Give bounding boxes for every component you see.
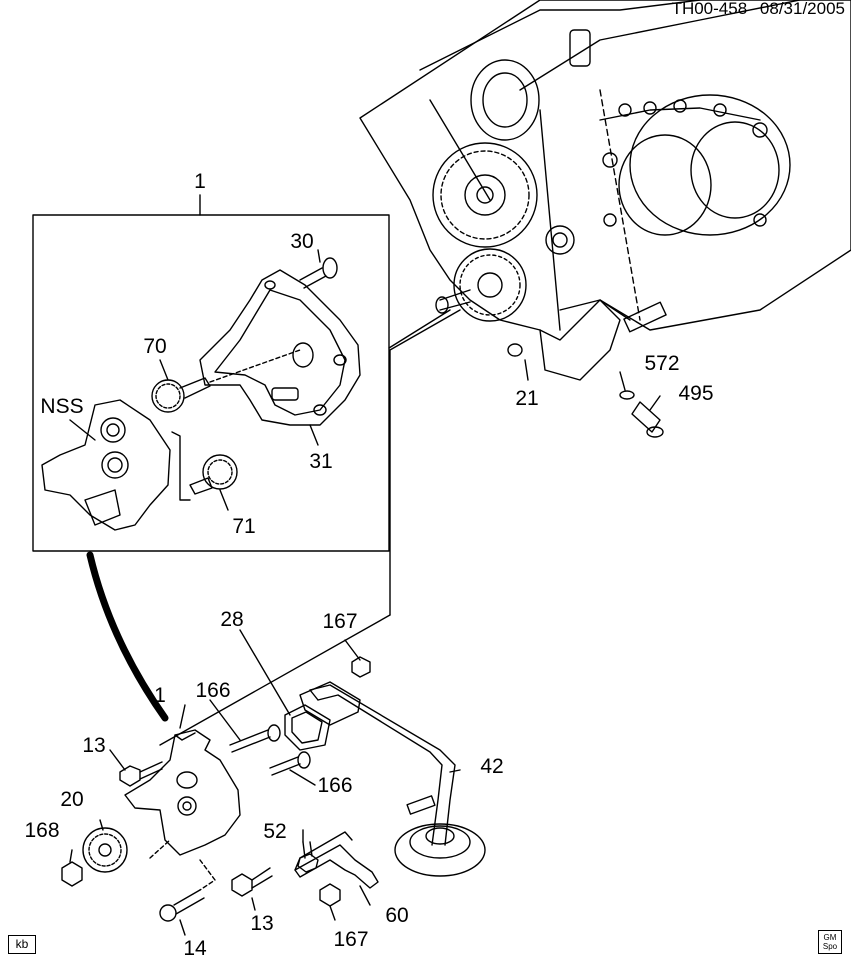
bolt-52 [297,841,319,873]
bracket-60 [294,831,379,889]
callout-21: 21 [515,387,538,410]
callout-13-bottom: 13 [250,912,273,935]
inset-box [32,214,390,552]
sensor-495 [631,401,664,438]
gasket-28 [284,704,331,751]
callout-30: 30 [290,230,313,253]
bolt-13-left [119,761,163,787]
gear-71 [189,454,238,495]
callout-13-left: 13 [82,734,105,757]
callout-1-top: 1 [194,170,206,193]
callout-14: 14 [183,937,207,960]
callout-166-b: 166 [317,774,352,797]
bolt-13-bottom [231,867,273,897]
o-ring-21 [507,343,523,357]
kb-badge: kb [8,935,36,954]
washer-572 [619,390,635,400]
callout-167-top: 167 [322,610,357,633]
inset-leader [86,551,169,722]
callout-168: 168 [24,819,59,842]
gm-logo-line2: Spo [822,942,838,951]
pump-body-nss [41,399,171,531]
bolt-166-b [269,751,311,776]
callout-20: 20 [60,788,83,811]
nut-167-top [351,656,371,678]
callout-572: 572 [644,352,679,375]
gear-70 [151,377,211,413]
callout-52: 52 [263,820,286,843]
diagram-date: 08/31/2005 [760,0,845,18]
bolt-14 [159,889,205,922]
callout-167-bottom: 167 [333,928,368,951]
bolt-30 [299,257,338,289]
oil-pump-1 [124,729,241,856]
gear-20 [82,827,128,873]
pickup-tube-42 [299,681,486,877]
bolt-166-a [229,724,281,753]
callout-1-bottom: 1 [154,684,166,707]
callout-28: 28 [220,608,243,631]
callout-31: 31 [309,450,332,473]
gm-logo-line1: GM [823,933,837,942]
gm-logo-badge: GM Spo [818,930,842,954]
callout-71: 71 [232,515,255,538]
callout-nss: NSS [40,395,83,418]
nut-168 [61,861,83,887]
callout-495: 495 [678,382,713,405]
diagram-ref: TH00-458 [672,0,748,18]
engine-block [359,0,851,381]
callout-60: 60 [385,904,408,927]
callout-166-a: 166 [195,679,230,702]
callout-70: 70 [143,335,166,358]
callout-42: 42 [480,755,503,778]
nut-167-bottom [319,883,341,907]
pump-cover-31 [199,269,361,426]
svg-text:TH00-458 08/31/2005: TH00-458 08/31/2005 [672,0,845,18]
